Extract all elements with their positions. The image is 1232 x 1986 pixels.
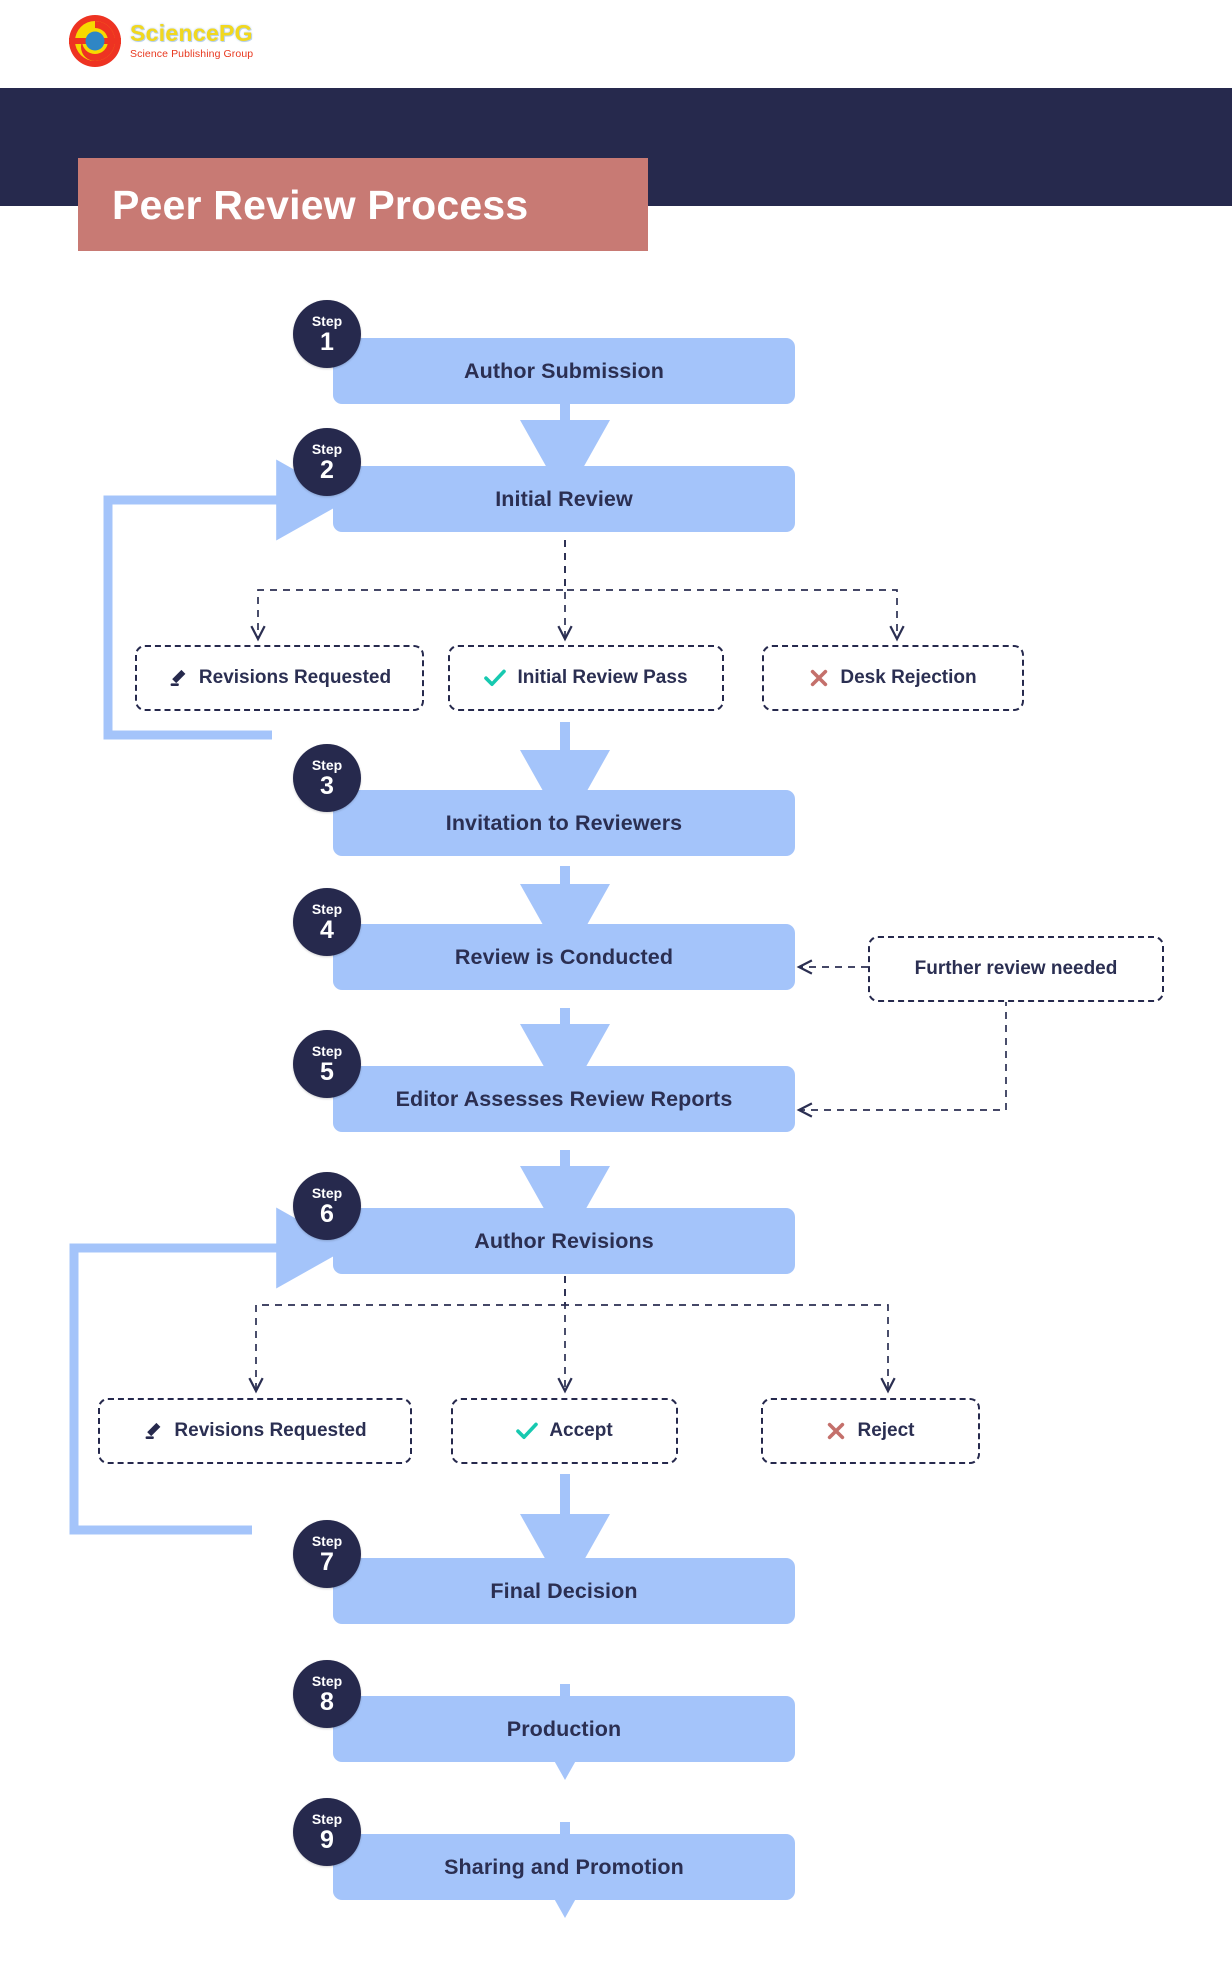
step-node-label: Author Submission <box>464 358 664 383</box>
step-badge-prefix: Step <box>311 440 343 457</box>
step-badge-prefix: Step <box>311 1532 343 1549</box>
step-node-label: Final Decision <box>490 1578 638 1603</box>
step-badge-8: Step 8 <box>293 1660 361 1728</box>
cross-icon <box>809 668 829 688</box>
decision-node-label: Accept <box>549 1420 613 1441</box>
step-badge-prefix: Step <box>311 900 343 917</box>
step-node-label: Editor Assesses Review Reports <box>395 1086 733 1111</box>
decision-node-label: Desk Rejection <box>840 667 977 688</box>
step-badge-number: 8 <box>320 1687 334 1716</box>
brand-bar: SciencePG Science Publishing Group <box>0 0 1232 88</box>
decision-node-label: Initial Review Pass <box>517 667 688 688</box>
decision-node-label: Revisions Requested <box>174 1420 367 1441</box>
note-node-label: Further review needed <box>914 958 1118 979</box>
sciencepg-circle-logo-icon <box>68 14 122 68</box>
step-badge-5: Step 5 <box>293 1030 361 1098</box>
step-badge-prefix: Step <box>311 1184 343 1201</box>
step-node-author-submission[interactable]: Author Submission <box>333 338 795 404</box>
step-badge-number: 6 <box>320 1199 334 1228</box>
step-badge-9: Step 9 <box>293 1798 361 1866</box>
decision-node-initial-review-pass[interactable]: Initial Review Pass <box>448 645 724 711</box>
step-node-label: Invitation to Reviewers <box>445 810 683 835</box>
step-badge-number: 4 <box>320 915 334 944</box>
step-node-label: Sharing and Promotion <box>444 1854 684 1879</box>
step-badge-7: Step 7 <box>293 1520 361 1588</box>
decision-node-revisions-requested-1[interactable]: Revisions Requested <box>135 645 424 711</box>
decision-node-desk-rejection[interactable]: Desk Rejection <box>762 645 1024 711</box>
pencil-icon <box>168 668 188 688</box>
step-badge-number: 3 <box>320 771 334 800</box>
decision-node-reject[interactable]: Reject <box>761 1398 980 1464</box>
step-node-author-revisions[interactable]: Author Revisions <box>333 1208 795 1274</box>
decision-node-accept[interactable]: Accept <box>451 1398 678 1464</box>
step-node-initial-review[interactable]: Initial Review <box>333 466 795 532</box>
brand-name: SciencePG <box>130 20 253 47</box>
title-plate <box>78 158 648 251</box>
check-icon <box>516 1421 539 1441</box>
step-node-label: Author Revisions <box>474 1228 654 1253</box>
step-badge-number: 9 <box>320 1825 334 1854</box>
step-badge-6: Step 6 <box>293 1172 361 1240</box>
step-badge-4: Step 4 <box>293 888 361 956</box>
check-icon <box>484 668 507 688</box>
step-badge-prefix: Step <box>311 312 343 329</box>
step-badge-prefix: Step <box>311 1042 343 1059</box>
step-badge-prefix: Step <box>311 1672 343 1689</box>
step-badge-number: 1 <box>320 327 334 356</box>
decision-node-label: Revisions Requested <box>198 667 392 688</box>
step-node-invitation-to-reviewers[interactable]: Invitation to Reviewers <box>333 790 795 856</box>
decision-node-revisions-requested-2[interactable]: Revisions Requested <box>98 1398 412 1464</box>
step-badge-number: 2 <box>320 455 334 484</box>
step-badge-prefix: Step <box>311 1810 343 1827</box>
step-node-label: Review is Conducted <box>454 944 674 969</box>
note-node-further-review-needed[interactable]: Further review needed <box>868 936 1164 1002</box>
step-badge-prefix: Step <box>311 756 343 773</box>
cross-icon <box>826 1421 846 1441</box>
step-node-label: Production <box>506 1716 622 1741</box>
step-badge-number: 7 <box>320 1547 334 1576</box>
step-node-production[interactable]: Production <box>333 1696 795 1762</box>
step-node-final-decision[interactable]: Final Decision <box>333 1558 795 1624</box>
step-node-editor-assesses-review-reports[interactable]: Editor Assesses Review Reports <box>333 1066 795 1132</box>
page-title: Peer Review Process <box>112 182 529 228</box>
step-badge-3: Step 3 <box>293 744 361 812</box>
pencil-icon <box>143 1421 163 1441</box>
step-badge-1: Step 1 <box>293 300 361 368</box>
step-badge-number: 5 <box>320 1057 334 1086</box>
brand-tagline: Science Publishing Group <box>130 48 254 61</box>
step-node-review-is-conducted[interactable]: Review is Conducted <box>333 924 795 990</box>
step-badge-2: Step 2 <box>293 428 361 496</box>
step-node-sharing-and-promotion[interactable]: Sharing and Promotion <box>333 1834 795 1900</box>
brand-logo[interactable]: SciencePG Science Publishing Group <box>68 14 253 68</box>
step-node-label: Initial Review <box>495 486 633 511</box>
decision-node-label: Reject <box>857 1420 915 1441</box>
